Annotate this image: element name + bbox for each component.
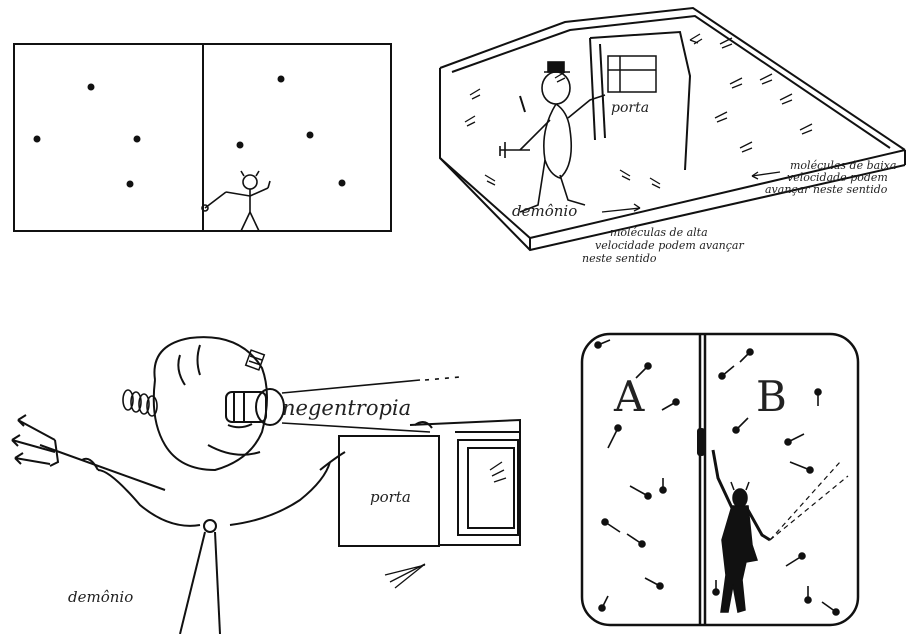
molecule-dot [133, 135, 141, 143]
trident-icon [11, 414, 166, 491]
molecule-dot [338, 179, 346, 187]
note-slow-line: moléculas de baixa [790, 159, 897, 172]
demon-silhouette [711, 449, 771, 613]
demon-ear-spring [122, 389, 158, 417]
molecule-dot [87, 83, 95, 91]
demon-eyepiece [225, 388, 285, 426]
room-demon-figure [499, 61, 606, 213]
note-fast-line: velocidade podem avançar [595, 239, 744, 252]
stick-figure-demon [201, 170, 271, 232]
molecule-dot [126, 180, 134, 188]
negentropy-beam [281, 376, 461, 433]
note-fast-molecules: moléculas de alta velocidade podem avanç… [582, 226, 744, 265]
room-demon-label: demônio [512, 202, 578, 220]
molecule-dot [236, 141, 244, 149]
chamber-b-label: B [756, 372, 787, 421]
molecule-arrows-ab [594, 339, 840, 616]
flashlight-beam [769, 461, 849, 541]
chamber-a-label: A [614, 372, 645, 421]
room-outline [439, 6, 906, 252]
partition-door-knob [697, 428, 705, 456]
demon-label: demônio [68, 588, 134, 606]
door-assembly [338, 418, 521, 547]
note-slow-line: velocidade podem [787, 171, 888, 184]
molecule-dot [33, 135, 41, 143]
demon-head [152, 336, 268, 472]
note-slow-line: avançar neste sentido [765, 183, 888, 196]
note-slow-molecules: moléculas de baixa velocidade podem avan… [765, 159, 897, 196]
negentropy-label: negentropia [282, 396, 412, 420]
box-ab-outline [580, 332, 860, 627]
molecule-dot [277, 75, 285, 83]
room-door-label: porta [611, 100, 650, 116]
molecule-arrows [464, 33, 813, 189]
molecule-dot [306, 131, 314, 139]
door-arrows [384, 461, 507, 589]
room-door [607, 55, 657, 93]
note-fast-line: neste sentido [582, 252, 657, 265]
demon-body [81, 451, 346, 634]
note-fast-line: moléculas de alta [610, 226, 708, 239]
demon-antenna [244, 349, 266, 371]
note-arrows [601, 171, 781, 213]
molecule-dots [33, 75, 346, 188]
door-label: porta [370, 488, 411, 506]
